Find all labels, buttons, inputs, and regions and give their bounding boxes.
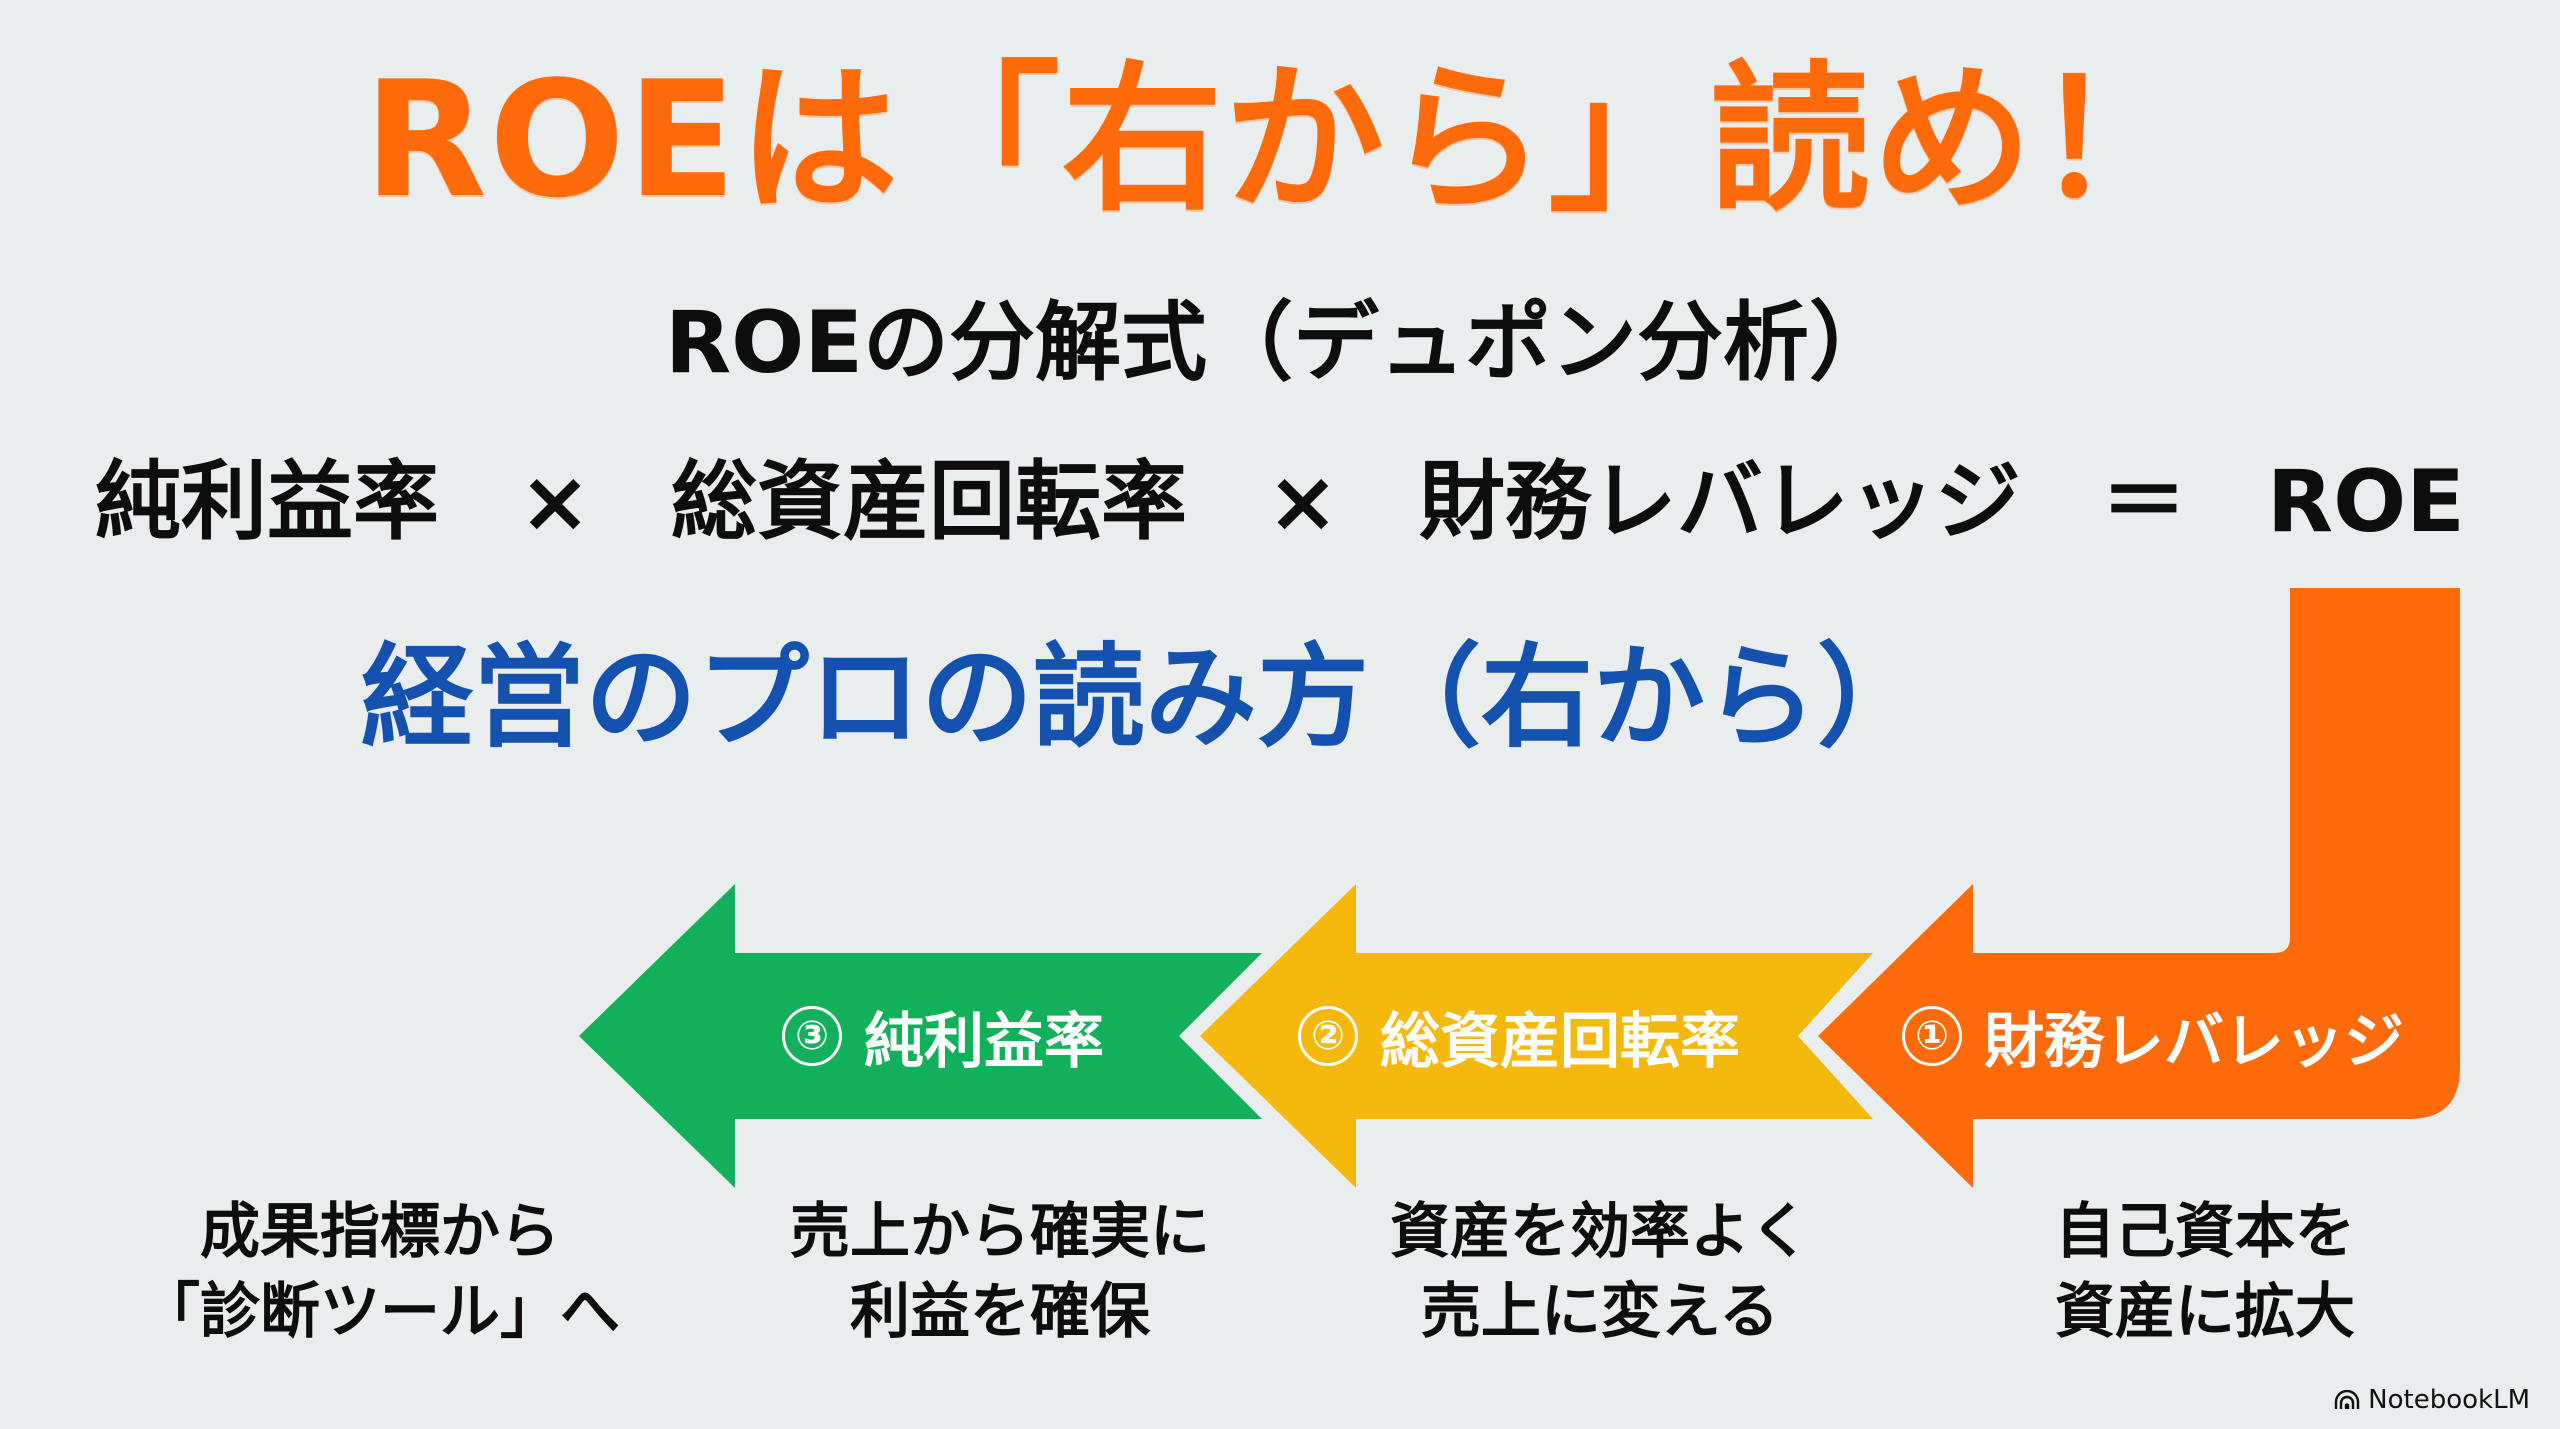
- caption-line: 「診断ツール」へ: [140, 1277, 620, 1347]
- reading-method-heading: 経営のプロの読み方（右から）: [361, 633, 1929, 763]
- step-2-caption: 資産を効率よく 売上に変える: [1320, 1192, 1880, 1352]
- step-number-badge: ②: [1298, 1006, 1358, 1066]
- multiply-sign: ×: [1266, 452, 1339, 552]
- step-number-badge: ①: [1902, 1006, 1962, 1066]
- arrow-step-3-icon: [579, 884, 1262, 1188]
- caption-line: 資産を効率よく: [1390, 1197, 1810, 1267]
- step-3-label: ③ 純利益率: [782, 996, 1104, 1077]
- caption-line: 売上から確実に: [790, 1197, 1210, 1267]
- caption-line: 利益を確保: [850, 1277, 1150, 1347]
- formula-term-leverage: 財務レバレッジ: [1418, 452, 2021, 552]
- caption-line: 自己資本を: [2055, 1197, 2355, 1267]
- notebooklm-logo-icon: [2334, 1390, 2360, 1409]
- step-label-text: 純利益率: [864, 1006, 1104, 1077]
- caption-line: 資産に拡大: [2055, 1277, 2355, 1347]
- formula-term-asset-turnover: 総資産回転率: [670, 452, 1187, 552]
- step-3-caption: 売上から確実に 利益を確保: [720, 1192, 1280, 1352]
- notebooklm-watermark: NotebookLM: [2334, 1385, 2530, 1415]
- step-label-text: 総資産回転率: [1380, 1006, 1740, 1077]
- step-1-label: ① 財務レバレッジ: [1902, 996, 2404, 1077]
- formula-term-net-margin: 純利益率: [95, 452, 439, 552]
- arrow-step-2-icon: [1200, 884, 1873, 1188]
- formula-term-roe: ROE: [2266, 452, 2465, 552]
- caption-line: 成果指標から: [200, 1197, 560, 1267]
- multiply-sign: ×: [518, 452, 592, 552]
- step-number-badge: ③: [782, 1006, 842, 1066]
- step-label-text: 財務レバレッジ: [1984, 1006, 2404, 1077]
- dupont-formula: 純利益率 × 総資産回転率 × 財務レバレッジ ＝ ROE: [95, 442, 2465, 562]
- watermark-label: NotebookLM: [2368, 1385, 2530, 1415]
- caption-line: 売上に変える: [1420, 1277, 1780, 1347]
- conclusion-caption: 成果指標から 「診断ツール」へ: [100, 1192, 660, 1352]
- slide-title: ROEは「右から」読め！: [363, 46, 2197, 233]
- step-2-label: ② 総資産回転率: [1298, 996, 1740, 1077]
- step-1-caption: 自己資本を 資産に拡大: [1925, 1192, 2485, 1352]
- arrow-step-1-icon: [1818, 588, 2460, 1188]
- formula-heading: ROEの分解式（デュポン分析）: [664, 293, 1896, 393]
- equals-sign: ＝: [2100, 452, 2187, 552]
